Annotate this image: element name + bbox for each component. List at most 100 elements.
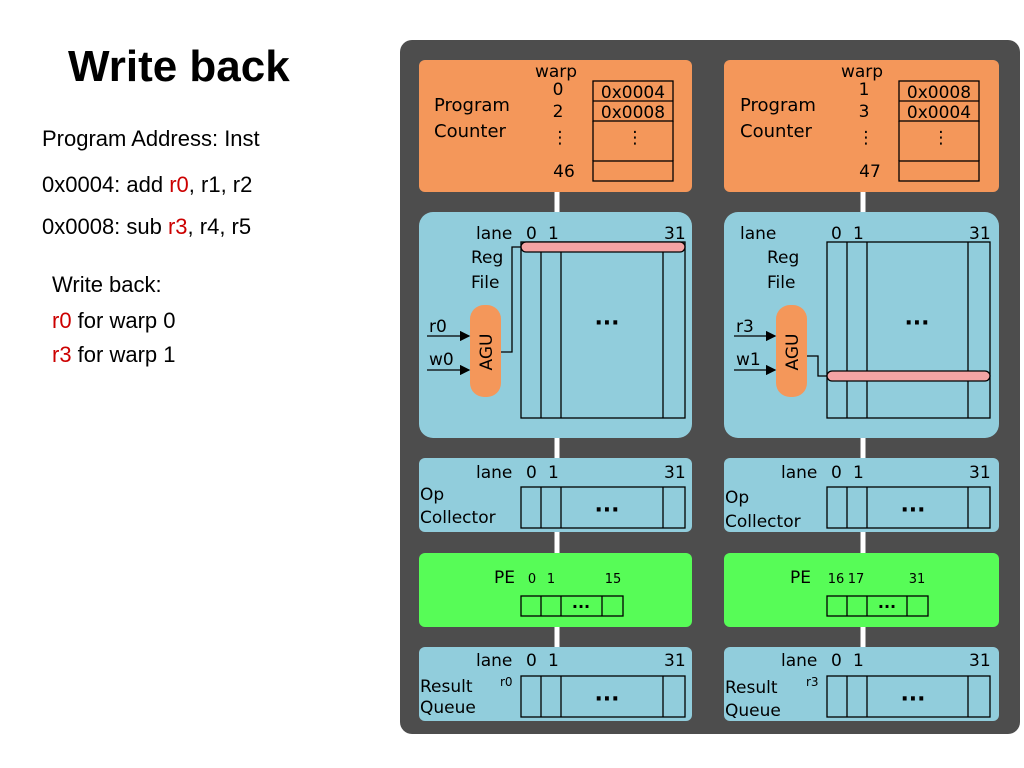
result-queue-label: Queue	[420, 698, 476, 718]
lane-number: 1	[853, 224, 864, 244]
warp-id: ⋮	[552, 128, 569, 148]
lane-number: 0	[526, 651, 537, 671]
reg-file-label: Reg	[471, 248, 503, 268]
register-file-block: lane 0 1 31 Reg File ··· AGU r3 w1	[724, 212, 999, 438]
lane-number: 0	[526, 224, 537, 244]
register-file-block: lane 0 1 31 Reg File ··· AGU r0 w0	[419, 212, 692, 438]
pc-label: Program	[434, 95, 510, 116]
pc-table	[592, 80, 674, 182]
instruction-line: 0x0004: add r0, r1, r2	[42, 172, 252, 198]
instruction-operands: , r1, r2	[188, 172, 253, 197]
slide-title: Write back	[68, 42, 290, 91]
writeback-header: Write back:	[52, 272, 162, 297]
pc-value: ⋮	[627, 128, 644, 148]
pc-value: 0x0004	[601, 83, 665, 103]
program-counter-block: warp Program Counter 1 0x0008 3 0x0004 ⋮…	[724, 60, 999, 192]
warp-id: 2	[553, 102, 564, 122]
warp-id: 47	[859, 162, 881, 182]
agu-unit	[470, 305, 501, 397]
pe-lane-number: 31	[909, 572, 926, 587]
lane-label: lane	[476, 463, 512, 483]
agu-label: AGU	[477, 334, 497, 371]
dest-register: r0	[169, 172, 189, 197]
agu-label: AGU	[783, 334, 803, 371]
writeback-register: r0	[52, 308, 72, 333]
register-grid	[826, 241, 991, 419]
agu-unit	[776, 305, 807, 397]
lane-number: 0	[831, 651, 842, 671]
pe-grid	[826, 595, 929, 617]
agu-input-label: w1	[736, 350, 761, 370]
lane-number: 31	[969, 651, 991, 671]
op-collector-label: Op	[420, 485, 444, 505]
pe-label: PE	[494, 568, 515, 588]
lane-number: 0	[831, 463, 842, 483]
ellipsis: ···	[900, 498, 925, 523]
warp-id: 3	[859, 102, 870, 122]
op-collector-label: Op	[725, 488, 749, 508]
result-queue-label: Queue	[725, 701, 781, 721]
instruction-address: 0x0004: add	[42, 172, 170, 197]
pe-lane-number: 1	[547, 572, 555, 587]
pe-lane-number: 16	[828, 572, 845, 587]
pe-grid	[520, 595, 624, 617]
instruction-operands: , r4, r5	[187, 214, 252, 239]
highlighted-register-row	[826, 370, 991, 382]
pc-value: 0x0008	[601, 103, 665, 123]
warp-id: 1	[859, 80, 870, 100]
queue-grid	[520, 675, 686, 718]
pe-lane-number: 15	[605, 572, 622, 587]
op-collector-label: Collector	[725, 512, 801, 532]
lane-label: lane	[476, 651, 512, 671]
warp-header: warp	[535, 62, 577, 82]
ellipsis: ···	[594, 311, 619, 336]
warp-id: 46	[553, 162, 575, 182]
pe-lane-number: 17	[848, 572, 865, 587]
processing-elements-block: PE 16 17 31 ···	[724, 553, 999, 627]
agu-input-label: r0	[429, 317, 447, 337]
collector-grid	[826, 486, 991, 529]
pc-label: Counter	[434, 121, 507, 142]
reg-file-label: File	[471, 273, 499, 293]
operand-collector-block: lane 0 1 31 Op Collector ···	[419, 458, 692, 532]
result-register: r3	[806, 675, 819, 689]
writeback-line: r0 for warp 0	[52, 308, 176, 334]
lane-number: 1	[548, 463, 559, 483]
result-queue-label: Result	[725, 678, 778, 698]
collector-grid	[520, 486, 686, 529]
lane-number: 1	[853, 651, 864, 671]
register-grid	[520, 241, 686, 419]
lane-label: lane	[781, 463, 817, 483]
pc-value: ⋮	[933, 128, 950, 148]
writeback-line: r3 for warp 1	[52, 342, 176, 368]
program-counter-block: warp Program Counter 0 0x0004 2 0x0008 ⋮…	[419, 60, 692, 192]
agu-input-label: w0	[429, 350, 454, 370]
agu-input-label: r3	[736, 317, 754, 337]
ellipsis: ···	[594, 687, 619, 712]
result-queue-block: lane 0 1 31 Result Queue r3 ···	[724, 647, 999, 721]
result-register: r0	[500, 675, 513, 689]
program-header: Program Address: Inst	[42, 126, 260, 151]
lane-label: lane	[740, 224, 776, 244]
warp-id: 0	[553, 80, 564, 100]
warp-header: warp	[841, 62, 883, 82]
lane-number: 31	[664, 463, 686, 483]
lane-number: 0	[526, 463, 537, 483]
reg-file-label: Reg	[767, 248, 799, 268]
processing-elements-block: PE 0 1 15 ···	[419, 553, 692, 627]
writeback-text: for warp 0	[71, 308, 176, 333]
lane-number: 1	[548, 224, 559, 244]
result-queue-block: lane 0 1 31 Result Queue r0 ···	[419, 647, 692, 721]
pc-label: Counter	[740, 121, 813, 142]
writeback-text: for warp 1	[71, 342, 176, 367]
pc-value: 0x0008	[907, 83, 971, 103]
lane-number: 31	[969, 224, 991, 244]
instruction-address: 0x0008: sub	[42, 214, 168, 239]
instruction-line: 0x0008: sub r3, r4, r5	[42, 214, 251, 240]
queue-grid	[826, 675, 991, 718]
ellipsis: ···	[572, 597, 590, 616]
pc-label: Program	[740, 95, 816, 116]
lane-number: 31	[664, 224, 686, 244]
sm-column-warp-even: warp Program Counter 0 0x0004 2 0x0008 ⋮…	[419, 60, 692, 721]
lane-label: lane	[476, 224, 512, 244]
